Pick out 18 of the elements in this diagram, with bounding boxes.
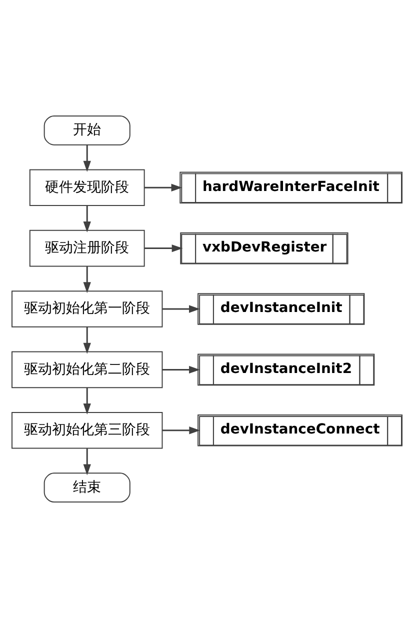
arrow [144, 184, 182, 192]
node-box: 驱动初始化第三阶段 [12, 412, 163, 449]
arrow [83, 448, 91, 476]
arrow [83, 266, 91, 294]
arrow [144, 244, 183, 252]
node-box: 驱动注册阶段 [29, 230, 145, 267]
node-box: 结束 [44, 472, 130, 503]
arrow [162, 366, 200, 374]
arrow [83, 206, 91, 232]
arrow [83, 388, 91, 414]
arrow [83, 326, 91, 354]
node-box: 驱动初始化第二阶段 [12, 351, 163, 388]
node-box: 驱动初始化第一阶段 [12, 290, 163, 328]
arrow [83, 145, 91, 172]
node-box: 开始 [44, 115, 130, 146]
arrow [162, 305, 200, 313]
arrow [162, 426, 200, 434]
node-box: 硬件发现阶段 [29, 169, 145, 206]
